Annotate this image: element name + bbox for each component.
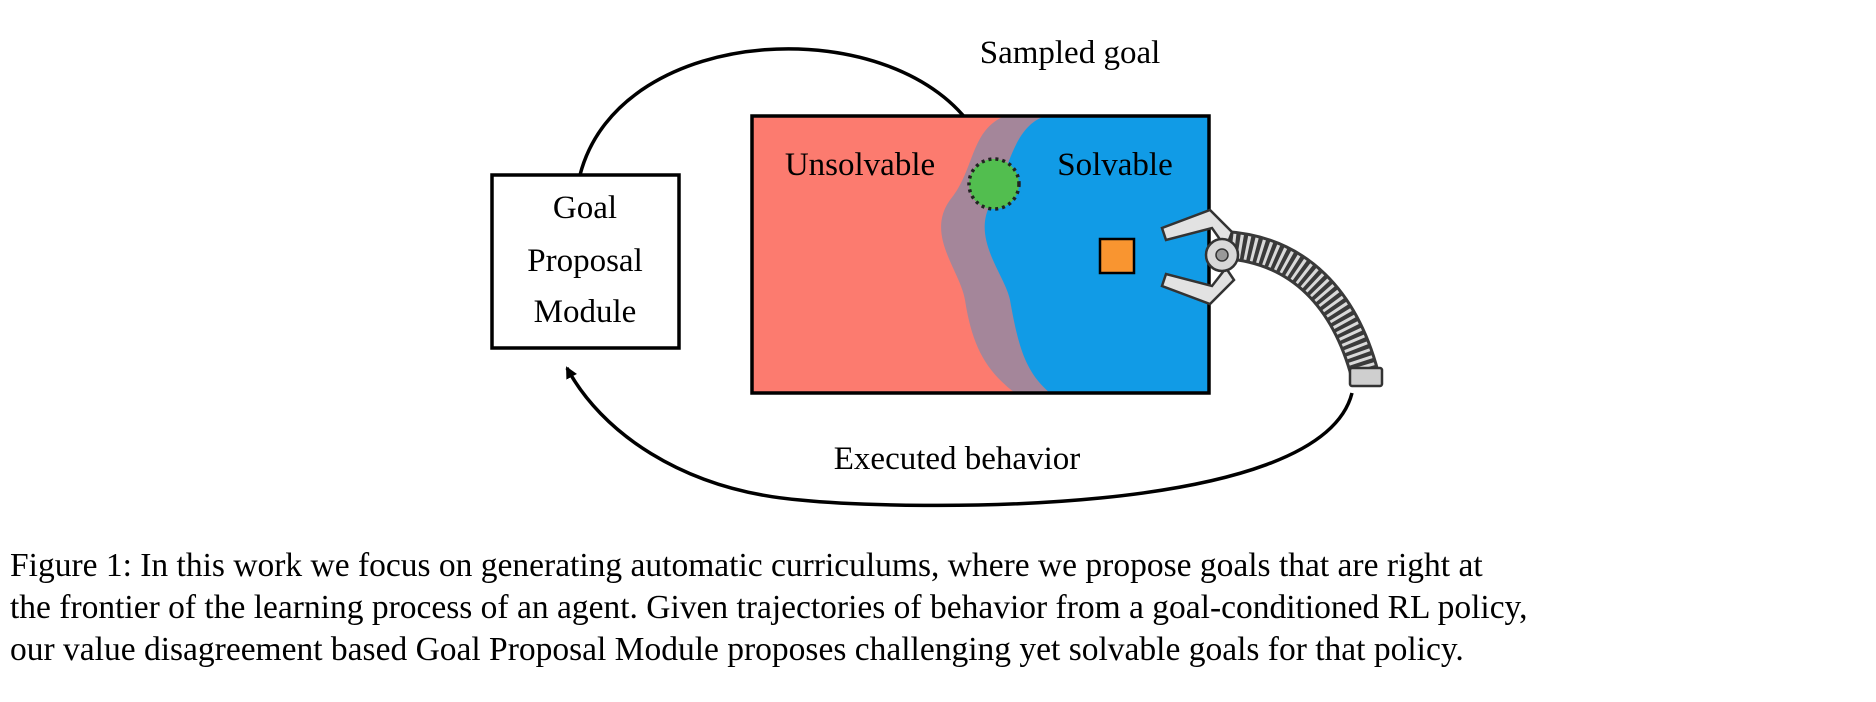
goal-proposal-module-box: Goal Proposal Module (490, 173, 681, 350)
executed-behavior-label: Executed behavior (834, 441, 1080, 477)
goal-module-label-line-3: Module (534, 294, 637, 330)
sampled-goal-marker (967, 157, 1021, 211)
goal-module-label-line-2: Proposal (527, 243, 643, 279)
solvable-region (984, 116, 1209, 393)
goal-module-label-line-1: Goal (553, 190, 617, 226)
solvable-label: Solvable (1057, 147, 1172, 183)
caption-line-3: our value disagreement based Goal Propos… (10, 631, 1464, 668)
robot-gripper-icon (1160, 208, 1384, 388)
unsolvable-label: Unsolvable (785, 147, 935, 183)
sampled-goal-label: Sampled goal (980, 35, 1161, 71)
caption-line-2: the frontier of the learning process of … (10, 589, 1528, 626)
executed-behavior-arrow (565, 366, 1354, 508)
figure-caption: Figure 1: In this work we focus on gener… (10, 545, 1870, 671)
object-cube (1098, 237, 1136, 275)
caption-line-1: Figure 1: In this work we focus on gener… (10, 547, 1483, 584)
sampled-goal-arrow (578, 47, 978, 176)
figure-diagram: Goal Proposal Module Sampled goal Unsolv… (490, 35, 1384, 508)
